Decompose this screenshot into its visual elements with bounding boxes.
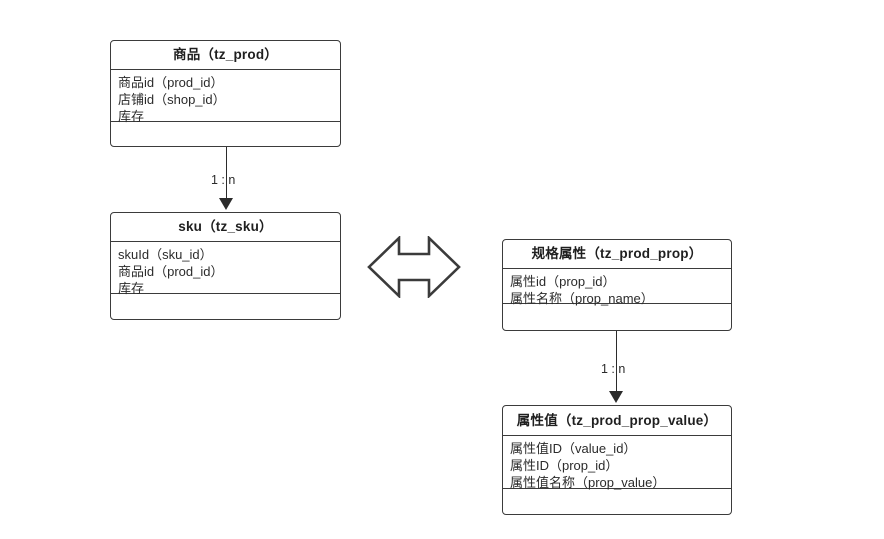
entity-methods-tz-prod-prop <box>503 304 731 329</box>
entity-attributes-tz-prod-prop: 属性id（prop_id） 属性名称（prop_name） <box>503 269 731 306</box>
entity-title-tz-sku: sku（tz_sku） <box>111 213 340 242</box>
entity-title-tz-prod: 商品（tz_prod） <box>111 41 340 70</box>
attribute-row: 库存 <box>118 109 145 124</box>
connector-line-prop-to-value <box>616 331 617 393</box>
connector-arrowhead-prop-to-value <box>609 391 623 403</box>
connector-line-prod-to-sku <box>226 147 227 200</box>
attribute-row: 属性ID（prop_id） <box>510 458 619 473</box>
entity-tz-sku[interactable]: sku（tz_sku） skuId（sku_id） 商品id（prod_id） … <box>110 212 341 320</box>
entity-title-tz-prod-prop-value: 属性值（tz_prod_prop_value） <box>503 406 731 436</box>
entity-methods-tz-prod <box>111 122 340 145</box>
entity-tz-prod[interactable]: 商品（tz_prod） 商品id（prod_id） 店铺id（shop_id） … <box>110 40 341 147</box>
attribute-row: 属性名称（prop_name） <box>510 291 654 306</box>
entity-tz-prod-prop[interactable]: 规格属性（tz_prod_prop） 属性id（prop_id） 属性名称（pr… <box>502 239 732 331</box>
attribute-row: 店铺id（shop_id） <box>118 92 226 107</box>
attribute-row: 商品id（prod_id） <box>118 75 224 90</box>
entity-methods-tz-sku <box>111 294 340 318</box>
entity-attributes-tz-prod-prop-value: 属性值ID（value_id） 属性ID（prop_id） 属性值名称（prop… <box>503 436 731 490</box>
connector-label-prod-to-sku: 1 : n <box>211 173 236 187</box>
entity-methods-tz-prod-prop-value <box>503 489 731 514</box>
connector-arrowhead-prod-to-sku <box>219 198 233 210</box>
connector-label-prop-to-value: 1 : n <box>601 362 626 376</box>
attribute-row: 库存 <box>118 281 145 296</box>
entity-attributes-tz-prod: 商品id（prod_id） 店铺id（shop_id） 库存 <box>111 70 340 124</box>
entity-attributes-tz-sku: skuId（sku_id） 商品id（prod_id） 库存 <box>111 242 340 296</box>
entity-tz-prod-prop-value[interactable]: 属性值（tz_prod_prop_value） 属性值ID（value_id） … <box>502 405 732 515</box>
attribute-row: 属性值ID（value_id） <box>510 441 637 456</box>
attribute-row: 属性id（prop_id） <box>510 274 616 289</box>
attribute-row: 商品id（prod_id） <box>118 264 224 279</box>
attribute-row: 属性值名称（prop_value） <box>510 475 666 490</box>
entity-title-tz-prod-prop: 规格属性（tz_prod_prop） <box>503 240 731 269</box>
attribute-row: skuId（sku_id） <box>118 247 213 262</box>
double-headed-arrow-shape <box>367 234 461 300</box>
double-headed-arrow-icon <box>367 234 461 300</box>
